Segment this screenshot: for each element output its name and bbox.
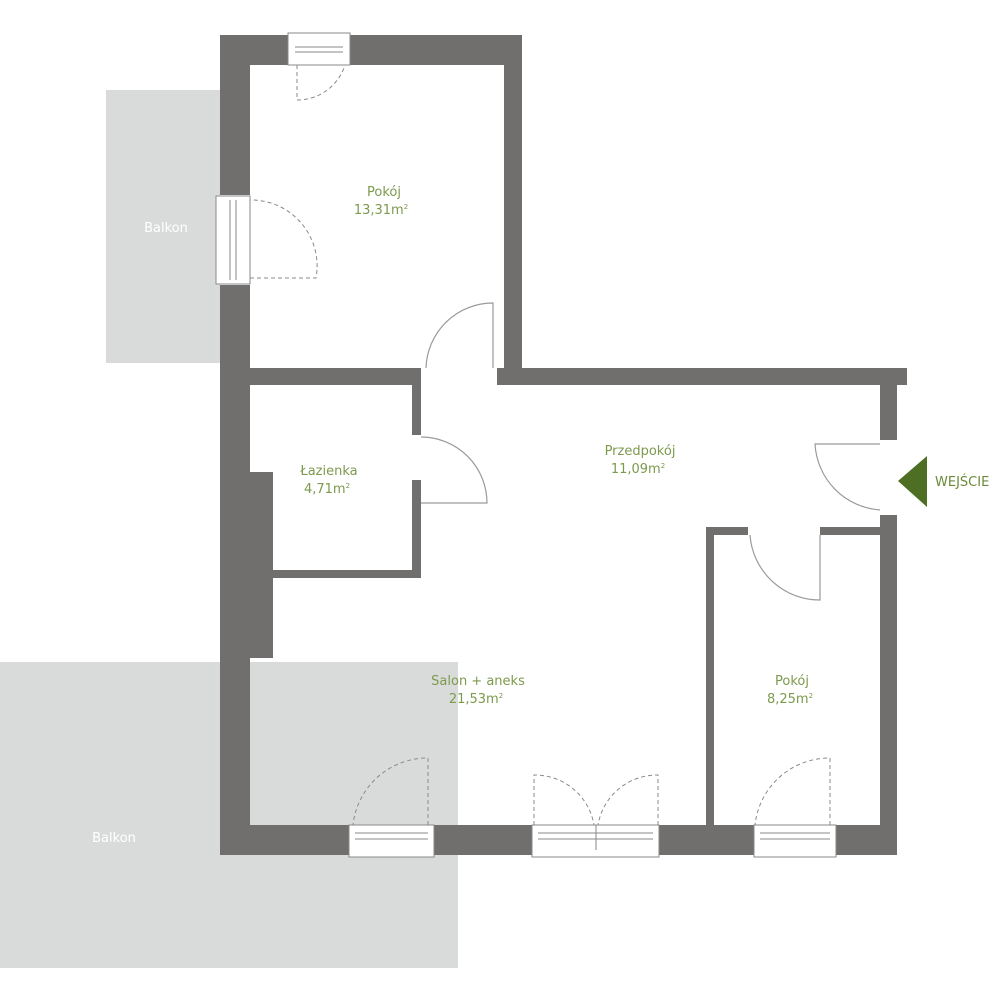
room-pokoj-2: Pokój 8,25m2: [767, 674, 813, 707]
svg-text:Pokój: Pokój: [775, 674, 809, 689]
walls: [220, 35, 907, 855]
svg-text:Salon + aneks: Salon + aneks: [431, 674, 525, 689]
room-salon: Salon + aneks 21,53m2: [431, 674, 525, 707]
windows: [215, 32, 837, 858]
room-pokoj-1: Pokój 13,31m2: [354, 185, 408, 218]
svg-text:4,71m2: 4,71m2: [304, 482, 350, 497]
svg-text:11,09m2: 11,09m2: [611, 462, 665, 477]
svg-text:Pokój: Pokój: [367, 185, 401, 200]
balcony-upper-label: Balkon: [144, 221, 188, 236]
svg-text:Łazienka: Łazienka: [299, 464, 357, 479]
svg-text:Przedpokój: Przedpokój: [605, 444, 676, 459]
entrance-label: WEJŚCIE: [935, 474, 989, 490]
balcony-upper: [106, 90, 220, 363]
svg-text:21,53m2: 21,53m2: [449, 692, 503, 707]
entrance-arrow-icon: [898, 456, 927, 507]
room-lazienka: Łazienka 4,71m2: [299, 464, 357, 497]
room-przedpokoj: Przedpokój 11,09m2: [605, 444, 676, 477]
doors: [420, 302, 881, 601]
svg-text:8,25m2: 8,25m2: [767, 692, 813, 707]
svg-text:13,31m2: 13,31m2: [354, 203, 408, 218]
balcony-lower-label: Balkon: [92, 831, 136, 846]
window-swings: [249, 64, 831, 826]
